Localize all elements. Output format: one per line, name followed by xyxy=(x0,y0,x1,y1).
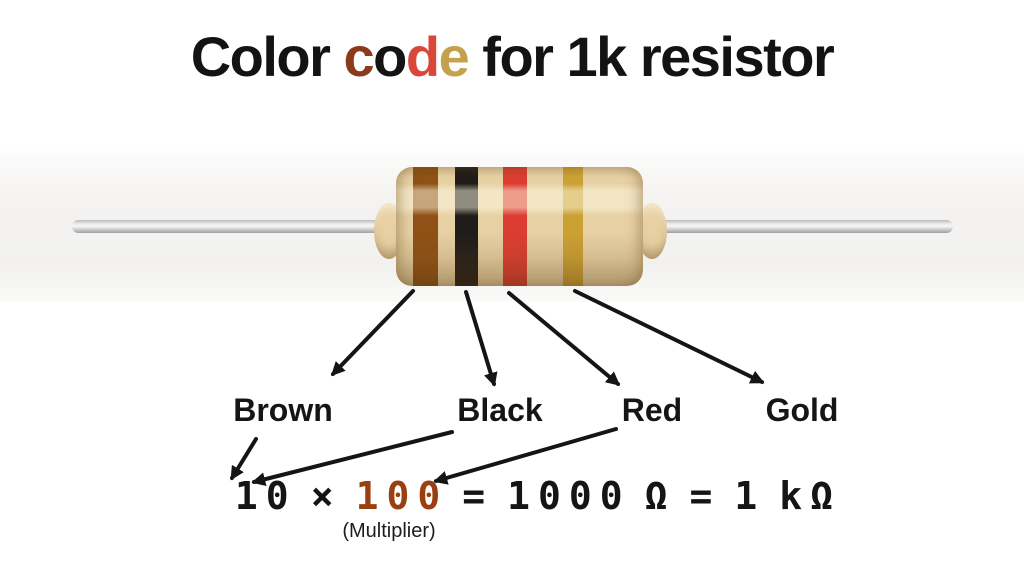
formula-equals-sign-2: = xyxy=(689,474,721,518)
lead-wire-right xyxy=(643,220,953,233)
label-black: Black xyxy=(457,392,543,428)
multiplier-note: (Multiplier) xyxy=(342,520,436,542)
title-segment-color: Color xyxy=(190,25,344,88)
arrow-brown-band-to-label xyxy=(331,289,415,377)
label-red: Red xyxy=(621,392,683,428)
formula-multiplier-value: 100 xyxy=(355,474,449,518)
title-letter-c-brown: c xyxy=(343,25,374,88)
resistance-formula: 10 × 100 = 1000 Ω = 1 kΩ xyxy=(235,477,841,515)
formula-equals-sign: = xyxy=(462,474,494,518)
arrow-red-band-to-label xyxy=(507,291,621,386)
label-gold: Gold xyxy=(765,392,839,428)
title-segment-rest: for 1k resistor xyxy=(468,25,835,88)
formula-multiply-sign: × xyxy=(310,474,342,518)
formula-kilo-ohm-unit: kΩ xyxy=(779,474,842,518)
formula-result-ohms: 1000 xyxy=(507,474,631,518)
title-letter-d-red: d xyxy=(405,25,440,88)
resistor-body xyxy=(396,167,643,286)
resistor-shading xyxy=(396,167,643,286)
arrow-black-band-to-label xyxy=(464,290,498,387)
label-brown: Brown xyxy=(233,392,333,428)
page-title: Color code for 1k resistor xyxy=(0,26,1024,88)
arrow-brown-label-to-digit xyxy=(230,437,258,481)
title-letter-o-black: o xyxy=(373,25,407,88)
lead-wire-left xyxy=(72,220,396,233)
formula-omega-symbol: Ω xyxy=(644,474,676,518)
arrow-gold-band-to-label xyxy=(573,289,765,384)
title-letter-e-gold: e xyxy=(438,25,470,88)
formula-kilo-value: 1 xyxy=(734,474,766,518)
formula-first-digits: 10 xyxy=(234,474,297,518)
